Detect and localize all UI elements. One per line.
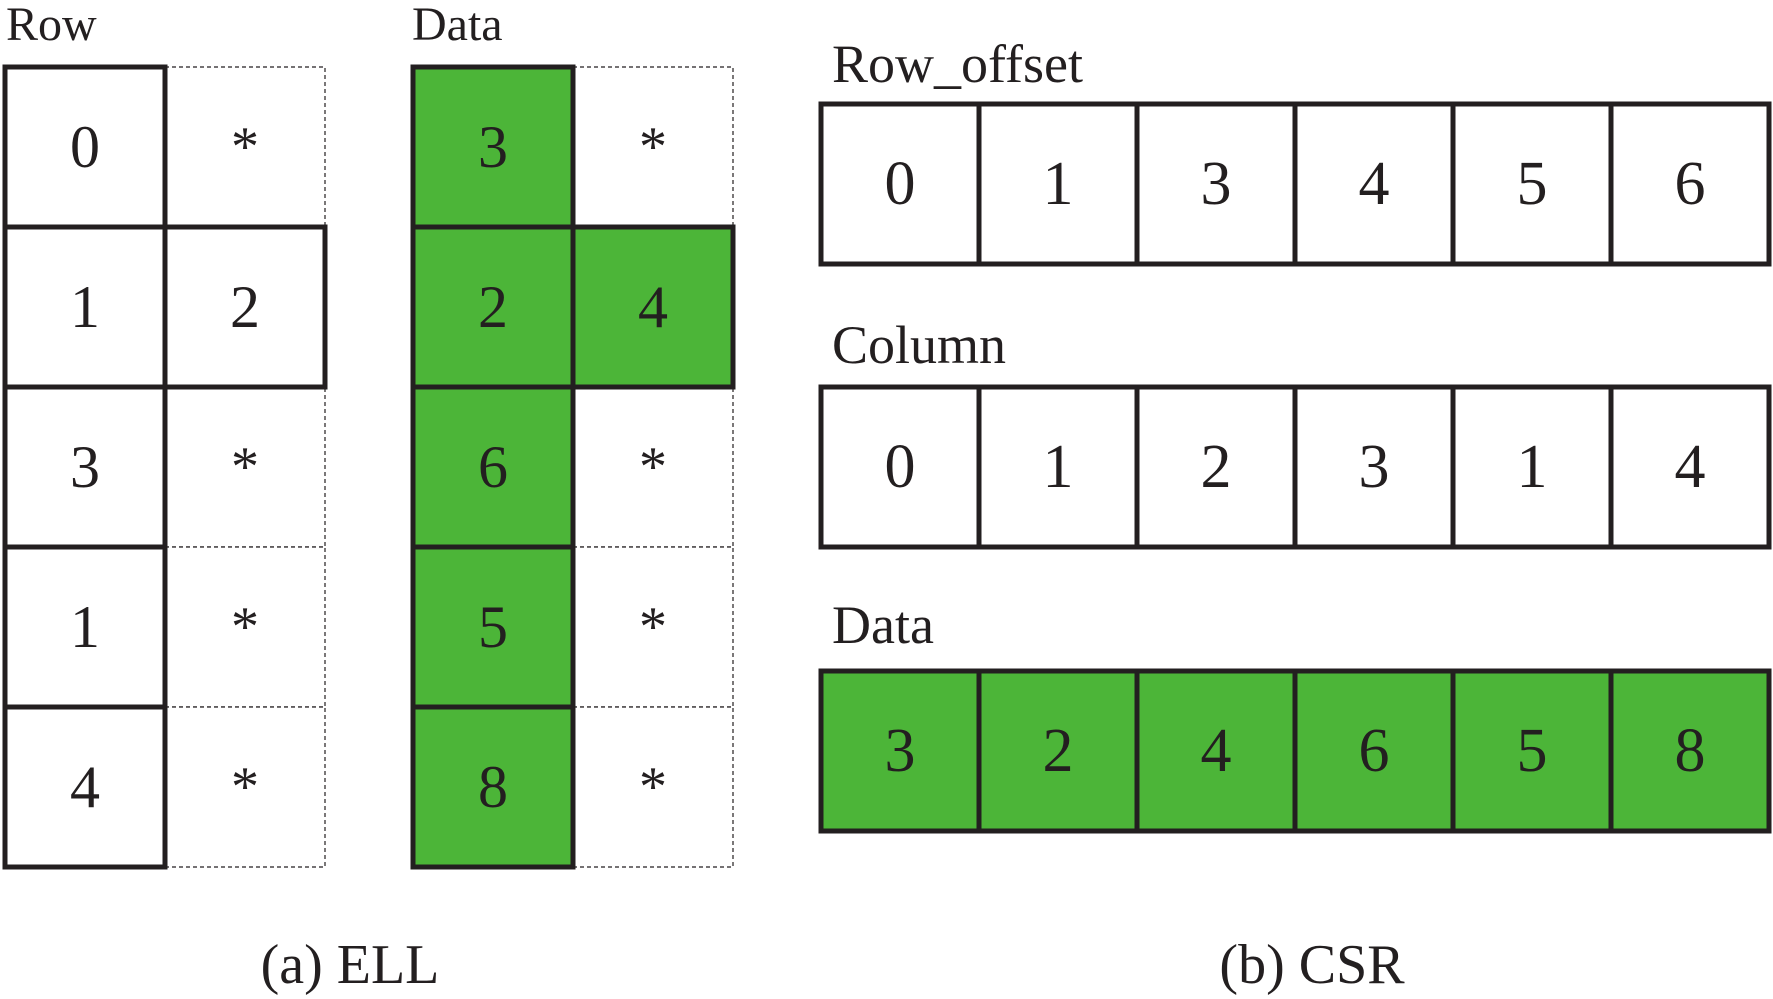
- ell-row-cell-value: 3: [70, 434, 100, 500]
- csr-row-offset-cell-box: [1608, 101, 1772, 267]
- ell-row-cell-value: *: [231, 436, 259, 498]
- ell-data-cell-value: 5: [478, 594, 508, 660]
- ell-row-cell-value: 1: [70, 274, 100, 340]
- ell-data-cell-box: [410, 384, 576, 550]
- ell-row-cell-value: 1: [70, 594, 100, 660]
- ell-data-cell-value: 2: [478, 274, 508, 340]
- ell-data-cell-box: [572, 66, 734, 228]
- ell-row-cell-value: *: [231, 596, 259, 658]
- csr-data-cell-box: [1608, 668, 1772, 834]
- csr-column-cell-box: [818, 384, 982, 550]
- ell-row-cell-value: 4: [70, 754, 100, 820]
- ell-data-cell-box: [570, 224, 736, 390]
- ell-data-cell-box: [410, 704, 576, 870]
- ell-data-cell-box: [410, 544, 576, 710]
- ell-row-cell-value: 2: [230, 274, 260, 340]
- ell-row-cell-box: [2, 384, 168, 550]
- ell-data-cell-box: [572, 386, 734, 548]
- ell-data-cell-box: [410, 224, 576, 390]
- csr-row-offset-cell-value: 6: [1675, 150, 1706, 218]
- ell-row-grid: * * * * 0 1 2 3 1 4: [2, 64, 328, 870]
- ell-data-label: Data: [412, 0, 503, 51]
- ell-row-cell-value: 0: [70, 114, 100, 180]
- csr-data-row: 3 2 4 6 5 8: [818, 668, 1772, 834]
- csr-column-cell-box: [1608, 384, 1772, 550]
- csr-column-cell-box: [976, 384, 1140, 550]
- ell-caption: (a) ELL: [261, 934, 440, 996]
- ell-row-cell-value: *: [231, 756, 259, 818]
- ell-data-cell-value: *: [639, 116, 667, 178]
- csr-data-cell-value: 2: [1043, 717, 1074, 785]
- csr-row-offset-label: Row_offset: [832, 34, 1083, 94]
- csr-column-cell-value: 1: [1517, 433, 1548, 501]
- csr-data-cell-box: [1134, 668, 1298, 834]
- ell-row-cell-box: [164, 66, 326, 228]
- ell-row-cell-box: [164, 706, 326, 868]
- ell-row-cell-box: [162, 224, 328, 390]
- csr-caption: (b) CSR: [1219, 934, 1405, 996]
- csr-data-cell-box: [1450, 668, 1614, 834]
- ell-data-grid: * * * * 3 2 4 6 5 8: [410, 64, 736, 870]
- csr-data-label: Data: [832, 595, 934, 655]
- ell-row-cell-box: [164, 546, 326, 708]
- csr-row-offset-cell-box: [818, 101, 982, 267]
- csr-column-cell-value: 2: [1201, 433, 1232, 501]
- csr-column-cell-value: 0: [885, 433, 916, 501]
- ell-data-cell-box: [572, 706, 734, 868]
- csr-column-cell-value: 3: [1359, 433, 1390, 501]
- csr-data-cell-box: [976, 668, 1140, 834]
- csr-row-offset-cell-box: [976, 101, 1140, 267]
- ell-data-cell-value: *: [639, 756, 667, 818]
- csr-data-cell-value: 6: [1359, 717, 1390, 785]
- csr-row-offset-cell-value: 1: [1043, 150, 1074, 218]
- csr-row-offset-cell-box: [1134, 101, 1298, 267]
- ell-data-cell-value: 4: [638, 274, 668, 340]
- ell-row-cell-box: [2, 704, 168, 870]
- csr-row-offset-cell-value: 0: [885, 150, 916, 218]
- csr-row-offset-cell-box: [1450, 101, 1614, 267]
- csr-row-offset-cell-value: 4: [1359, 150, 1390, 218]
- csr-column-cell-box: [1134, 384, 1298, 550]
- csr-column-cell-value: 4: [1675, 433, 1706, 501]
- csr-column-label: Column: [832, 315, 1006, 375]
- ell-row-cell-box: [164, 386, 326, 548]
- csr-row-offset-cell-value: 5: [1517, 150, 1548, 218]
- csr-column-cell-value: 1: [1043, 433, 1074, 501]
- ell-row-cell-value: *: [231, 116, 259, 178]
- csr-data-cell-value: 3: [885, 717, 916, 785]
- csr-data-cell-value: 5: [1517, 717, 1548, 785]
- csr-row-offset-row: 0 1 3 4 5 6: [818, 101, 1772, 267]
- ell-data-cell-box: [572, 546, 734, 708]
- ell-data-cell-value: *: [639, 596, 667, 658]
- csr-column-row: 0 1 2 3 1 4: [818, 384, 1772, 550]
- ell-data-cell-value: 6: [478, 434, 508, 500]
- ell-data-cell-value: 8: [478, 754, 508, 820]
- csr-data-cell-value: 4: [1201, 717, 1232, 785]
- csr-data-cell-value: 8: [1675, 717, 1706, 785]
- ell-row-label: Row: [6, 0, 97, 51]
- csr-row-offset-cell-value: 3: [1201, 150, 1232, 218]
- csr-column-cell-box: [1450, 384, 1614, 550]
- ell-data-cell-value: 3: [478, 114, 508, 180]
- ell-data-cell-value: *: [639, 436, 667, 498]
- ell-row-cell-box: [2, 224, 168, 390]
- csr-data-cell-box: [1292, 668, 1456, 834]
